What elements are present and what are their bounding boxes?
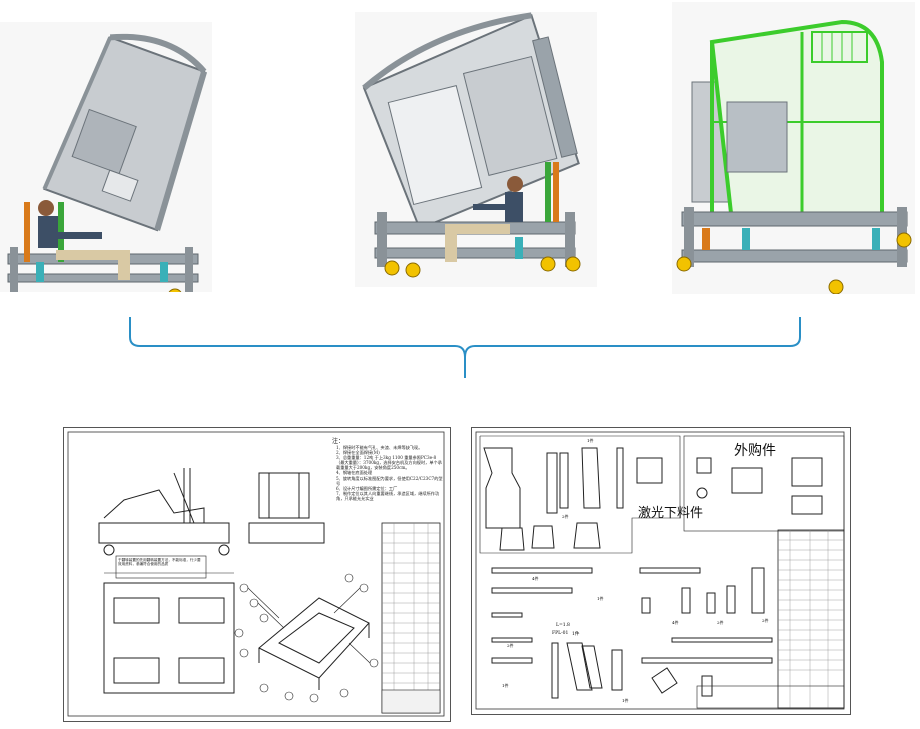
render-panel-tilted-right bbox=[355, 12, 597, 287]
render-panel-tilted-left bbox=[0, 22, 212, 292]
note-line: 1、焊接时不能有气孔、夹渣、未焊等缺飞现。 bbox=[336, 445, 423, 450]
qty-label: 1件 bbox=[502, 683, 509, 688]
note-line: 4、钢轴在底面处理 bbox=[336, 470, 373, 476]
tipping-fixture-render bbox=[362, 12, 581, 278]
qty-label: 2件 bbox=[562, 514, 569, 519]
qty-label: 2件 bbox=[507, 643, 514, 648]
note-line: 3、总重重量：12吨 于上3kg 1100 重量参照PC3e-8（最大重量）：3… bbox=[336, 455, 442, 471]
part-code-label: FPL-01 bbox=[552, 631, 569, 636]
qty-label: 2件 bbox=[762, 618, 769, 623]
render-panel-upright-green bbox=[672, 2, 915, 294]
notes-block: 1、焊接时不能有气孔、夹渣、未焊等缺飞现。 2、焊接在全面焊接(M) 3、总重重… bbox=[336, 445, 444, 501]
qty-label: 1件 bbox=[622, 698, 629, 703]
cab-frame-render bbox=[676, 19, 912, 294]
outsourced-parts-label: 外购件 bbox=[734, 443, 776, 459]
laser-cut-parts-label: 激光下料件 bbox=[638, 506, 704, 521]
note-line: 5、旋转角度以标准图配为要求，但使用C22/C23C7的型号 bbox=[336, 475, 443, 486]
qty-label: 1件 bbox=[597, 596, 604, 601]
note-line: 7、制作定位以其人向重要继线，承造区域，继续所作功角，只承能允允实业 bbox=[336, 490, 440, 501]
note-line: 2、焊接在全面焊接(M) bbox=[336, 450, 380, 456]
qty-label: 2件 bbox=[717, 620, 724, 625]
qty-label: 4件 bbox=[532, 576, 539, 581]
parts-drawing-sheet: 外购件 激光下料件 1件 2件 4件 1件 2件 1件 4件 2件 1件 2件 … bbox=[471, 427, 851, 715]
qty-label: 1件 bbox=[587, 438, 594, 443]
tipping-fixture-render bbox=[7, 33, 208, 292]
stamp-note: 于翻转装置的先用翻转装置方法，不能标准，行少要效用资料，参编符合使用的品质 bbox=[118, 558, 201, 567]
assembly-drawing-sheet: 注： 1、焊接时不能有气孔、夹渣、未焊等缺飞现。 2、焊接在全面焊接(M) 3、… bbox=[63, 427, 451, 722]
part-length-label: L=1.8 bbox=[556, 623, 570, 628]
grouping-brace bbox=[129, 317, 801, 378]
qty-label: 1件 bbox=[572, 632, 580, 637]
qty-label: 4件 bbox=[672, 620, 679, 625]
notes-title: 注： bbox=[332, 438, 345, 445]
note-line: 6、设计尺寸编图所需定位：工厂 bbox=[336, 485, 398, 491]
